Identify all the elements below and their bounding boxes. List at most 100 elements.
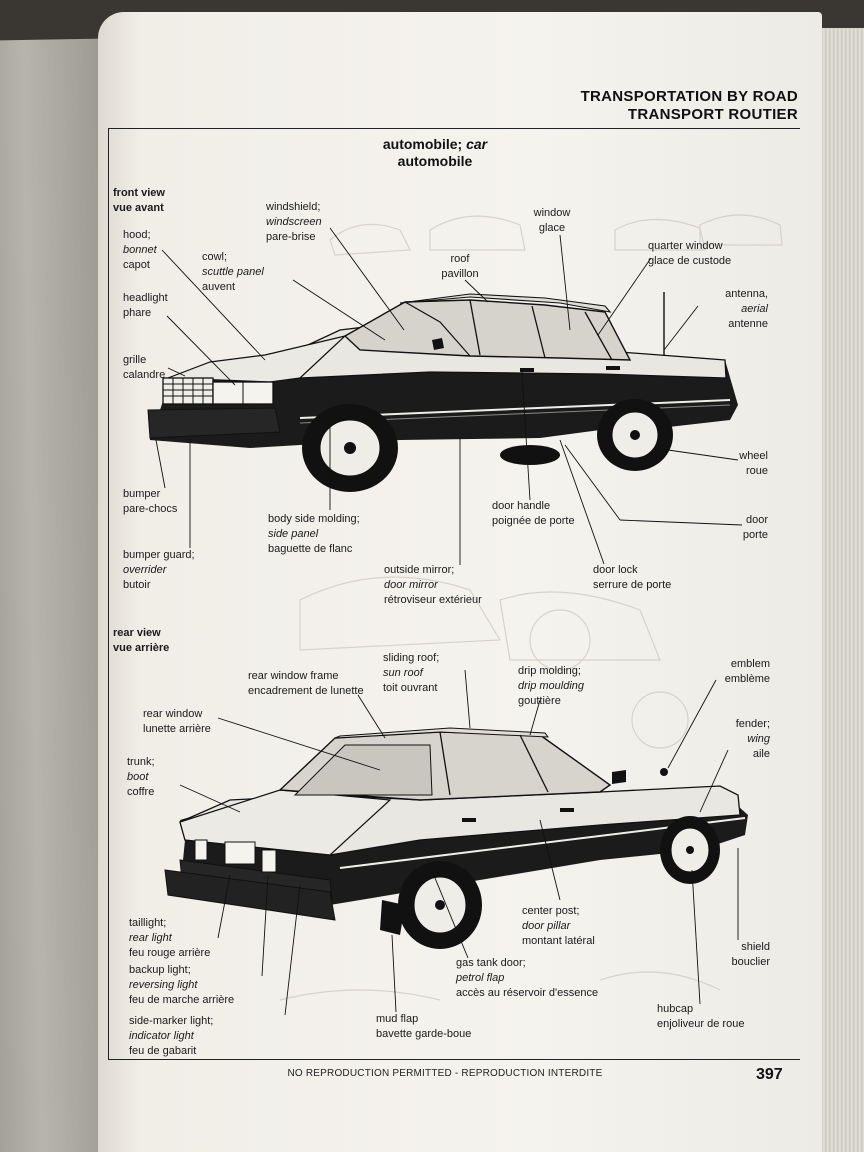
- label-hubcap-fr: enjoliveur de roue: [657, 1018, 745, 1030]
- label-hood-en: hood;: [123, 229, 151, 241]
- front-view-heading-fr: vue avant: [113, 202, 164, 214]
- label-trunk-en: trunk;: [127, 756, 155, 768]
- front-view-heading: front view vue avant: [113, 186, 165, 216]
- label-antenna-fr: antenne: [728, 318, 768, 330]
- label-door-en: door: [745, 514, 768, 526]
- label-grille-fr: calandre: [123, 369, 166, 381]
- label-antenna: antenna, aerial antenne: [660, 287, 768, 332]
- label-bumper-guard-en: bumper guard;: [123, 549, 195, 561]
- front-view-heading-en: front view: [113, 187, 165, 199]
- label-fender-en: fender;: [735, 718, 770, 730]
- label-taillight: taillight; rear light feu rouge arrière: [129, 916, 210, 961]
- label-gas-tank-door-alt: petrol flap: [456, 972, 505, 984]
- label-rear-window-en: rear window: [143, 708, 203, 720]
- label-gas-tank-door-fr: accès au réservoir d'essence: [456, 987, 599, 999]
- rear-view-heading-en: rear view: [113, 627, 161, 639]
- label-roof-en: roof: [450, 253, 470, 265]
- label-outside-mirror-alt: door mirror: [384, 579, 438, 591]
- label-antenna-alt: aerial: [741, 303, 768, 315]
- label-rear-window-frame-fr: encadrement de lunette: [248, 685, 364, 697]
- label-gas-tank-door: gas tank door; petrol flap accès au rése…: [456, 956, 598, 1001]
- label-door-handle: door handle poignée de porte: [492, 499, 575, 529]
- label-taillight-fr: feu rouge arrière: [129, 947, 211, 959]
- label-hood-fr: capot: [123, 259, 150, 271]
- label-door-handle-en: door handle: [492, 500, 551, 512]
- label-quarter-window-fr: glace de custode: [648, 255, 732, 267]
- label-shield-fr: bouclier: [731, 956, 770, 968]
- label-sliding-roof-fr: toit ouvrant: [383, 682, 438, 694]
- label-center-post-alt: door pillar: [522, 920, 571, 932]
- label-hubcap-en: hubcap: [657, 1003, 694, 1015]
- label-taillight-en: taillight;: [129, 917, 167, 929]
- label-windshield-alt: windscreen: [266, 216, 322, 228]
- label-wheel-en: wheel: [739, 450, 768, 462]
- label-outside-mirror-fr: rétroviseur extérieur: [384, 594, 482, 606]
- label-wheel-fr: roue: [745, 465, 768, 477]
- label-side-marker-light-fr: feu de gabarit: [129, 1045, 197, 1057]
- label-bumper: bumper pare-chocs: [123, 487, 177, 517]
- label-drip-molding-fr: gouttière: [518, 695, 561, 707]
- label-grille-en: grille: [123, 354, 147, 366]
- label-rear-window-frame-en: rear window frame: [248, 670, 339, 682]
- label-trunk-alt: boot: [127, 771, 149, 783]
- label-windshield: windshield; windscreen pare-brise: [266, 200, 322, 245]
- label-bumper-en: bumper: [123, 488, 161, 500]
- label-cowl-alt: scuttle panel: [202, 266, 264, 278]
- label-side-marker-light: side-marker light; indicator light feu d…: [129, 1014, 213, 1059]
- label-shield: shield bouclier: [700, 940, 770, 970]
- label-antenna-en: antenna,: [725, 288, 768, 300]
- page-number: 397: [756, 1066, 783, 1083]
- label-cowl-en: cowl;: [202, 251, 228, 263]
- label-body-side-molding-en: body side molding;: [268, 513, 360, 525]
- label-bumper-guard-fr: butoir: [123, 579, 151, 591]
- label-windshield-fr: pare-brise: [266, 231, 316, 243]
- label-headlight-en: headlight: [123, 292, 168, 304]
- section-title: automobile; car automobile: [335, 136, 535, 170]
- label-bumper-guard: bumper guard; overrider butoir: [123, 548, 195, 593]
- section-title-fr: automobile: [397, 153, 473, 169]
- label-door-lock-en: door lock: [593, 564, 638, 576]
- label-center-post-fr: montant latéral: [522, 935, 595, 947]
- label-door: door porte: [700, 513, 768, 543]
- label-rear-window: rear window lunette arrière: [143, 707, 211, 737]
- label-mud-flap-en: mud flap: [376, 1013, 419, 1025]
- label-shield-en: shield: [741, 941, 770, 953]
- label-fender: fender; wing aile: [690, 717, 770, 762]
- label-backup-light-fr: feu de marche arrière: [129, 994, 235, 1006]
- label-center-post-en: center post;: [522, 905, 580, 917]
- label-headlight-fr: phare: [123, 307, 152, 319]
- label-headlight: headlight phare: [123, 291, 168, 321]
- label-backup-light-alt: reversing light: [129, 979, 198, 991]
- label-trunk: trunk; boot coffre: [127, 755, 155, 800]
- label-sliding-roof-en: sliding roof;: [383, 652, 440, 664]
- label-sliding-roof: sliding roof; sun roof toit ouvrant: [383, 651, 439, 696]
- label-mud-flap-fr: bavette garde-boue: [376, 1028, 472, 1040]
- page-left-rule: [108, 128, 109, 1059]
- label-outside-mirror-en: outside mirror;: [384, 564, 455, 576]
- label-cowl: cowl; scuttle panel auvent: [202, 250, 264, 295]
- label-mud-flap: mud flap bavette garde-boue: [376, 1012, 471, 1042]
- label-emblem-en: emblem: [730, 658, 770, 670]
- label-sliding-roof-alt: sun roof: [383, 667, 423, 679]
- label-door-fr: porte: [742, 529, 768, 541]
- label-door-handle-fr: poignée de porte: [492, 515, 575, 527]
- label-gas-tank-door-en: gas tank door;: [456, 957, 526, 969]
- label-body-side-molding-alt: side panel: [268, 528, 319, 540]
- label-fender-alt: wing: [747, 733, 770, 745]
- label-drip-molding-en: drip molding;: [518, 665, 581, 677]
- page-stack-edge: [818, 28, 864, 1152]
- label-drip-molding: drip molding; drip moulding gouttière: [518, 664, 584, 709]
- footer-note: NO REPRODUCTION PERMITTED - REPRODUCTION…: [287, 1068, 603, 1079]
- label-body-side-molding-fr: baguette de flanc: [268, 543, 353, 555]
- header-title-en: TRANSPORTATION BY ROAD: [580, 88, 798, 105]
- footer-rule: [108, 1059, 800, 1060]
- page-header: TRANSPORTATION BY ROAD TRANSPORT ROUTIER: [500, 88, 798, 124]
- label-door-lock-fr: serrure de porte: [593, 579, 672, 591]
- header-title-fr: TRANSPORT ROUTIER: [627, 106, 798, 123]
- section-title-en: automobile;: [382, 136, 463, 152]
- label-bumper-guard-alt: overrider: [123, 564, 167, 576]
- label-windshield-en: windshield;: [266, 201, 321, 213]
- label-rear-window-fr: lunette arrière: [143, 723, 211, 735]
